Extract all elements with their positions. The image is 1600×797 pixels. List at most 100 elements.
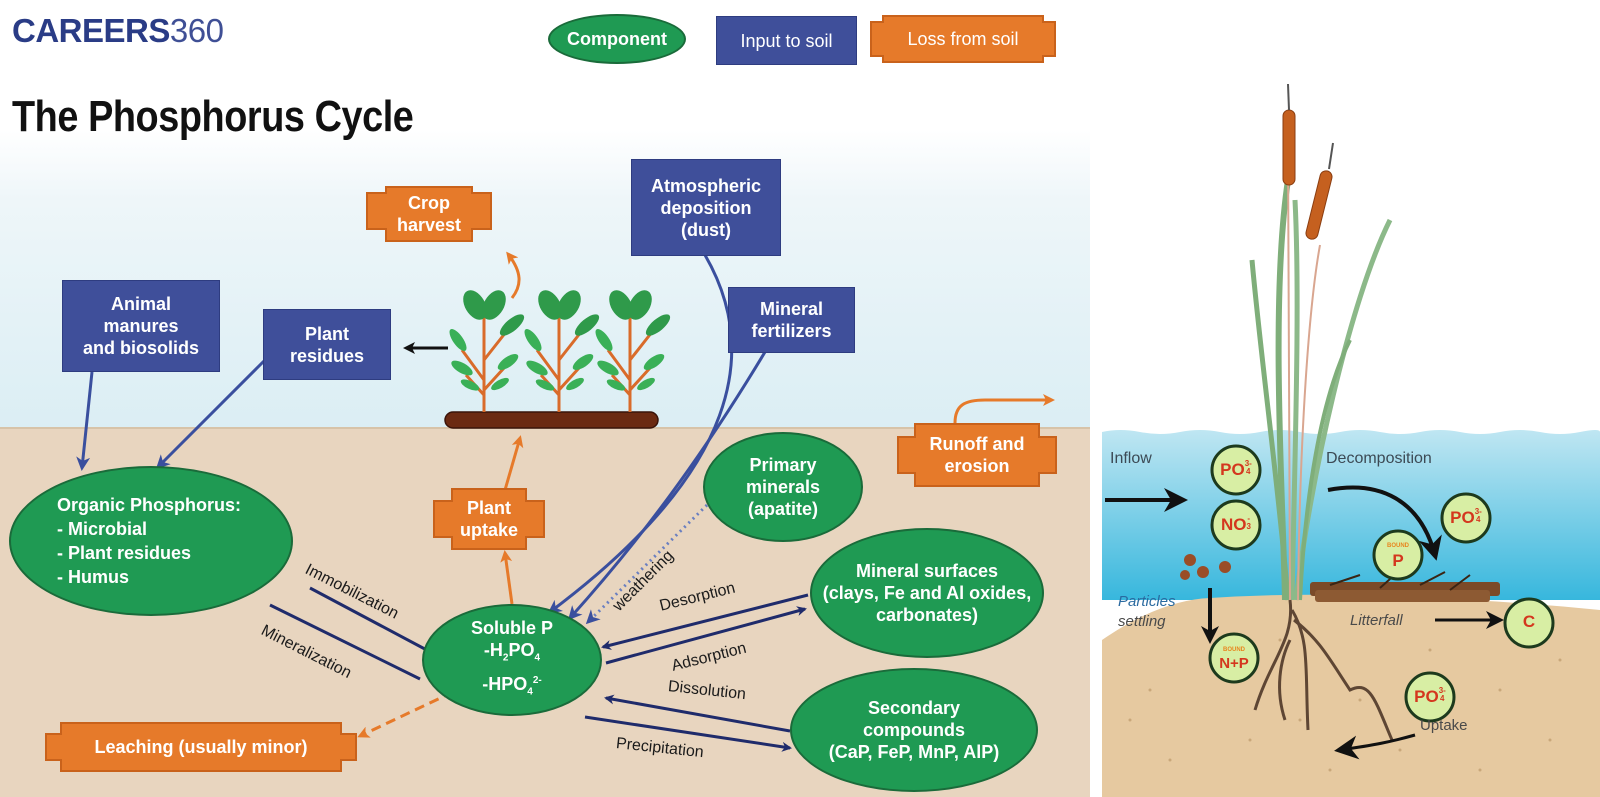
ion-po4-label-3: PO3-4	[1408, 687, 1452, 707]
arrow-to-crop-harvest	[506, 251, 521, 299]
label-line: Crop	[408, 193, 450, 213]
ion-po4-label-2: PO3-4	[1444, 508, 1488, 528]
logo-light-text: 360	[169, 12, 224, 49]
immobilization-line	[309, 586, 439, 658]
ion-circle-po4	[1210, 444, 1262, 496]
ion-text: PO	[1220, 460, 1245, 479]
label-line: Organic Phosphorus:	[57, 495, 242, 515]
label-line: Secondary	[867, 698, 961, 718]
wetland-illustration	[1102, 83, 1600, 797]
arrow-dissolution	[604, 694, 791, 733]
crop-plants-illustration	[444, 284, 675, 429]
label-litterfall: Litterfall	[1350, 612, 1403, 629]
label-line: fertilizers	[751, 321, 832, 341]
chem-sub: 4	[527, 686, 533, 698]
careers360-logo: CAREERS360	[12, 12, 224, 50]
ion-sup: 3-	[1438, 686, 1446, 695]
bound-tag: BOUND	[1387, 543, 1409, 549]
input-mineral-fertilizers: Mineral fertilizers	[728, 287, 855, 353]
label-line: residues	[289, 345, 365, 366]
loss-label: Crop harvest	[387, 188, 471, 240]
label-line: Primary	[749, 455, 817, 475]
input-atmospheric-deposition: Atmospheric deposition (dust)	[631, 159, 781, 256]
ion-sup: 3-	[1244, 459, 1252, 468]
arrow-uptake	[1334, 733, 1416, 760]
arrow-uptake-to-plants	[503, 435, 524, 491]
label-uptake: Uptake	[1420, 717, 1468, 734]
arrow-atmospheric-to-soluble	[547, 254, 734, 614]
ion-circle-po4-2	[1440, 492, 1492, 544]
legend-loss: Loss from soil	[884, 17, 1042, 61]
ion-carbon-label: C	[1522, 612, 1536, 631]
label-line: compounds	[863, 720, 965, 740]
arrow-fertilizer-to-soluble	[567, 351, 767, 621]
label-line: Animal	[110, 294, 171, 314]
sediment-particles	[1180, 554, 1231, 580]
arrow-desorption	[601, 593, 809, 650]
panel-divider	[1090, 0, 1100, 797]
component-soluble-p: Soluble P -H2PO4 -HPO42-	[422, 604, 602, 716]
label-line: (apatite)	[747, 499, 818, 519]
plant-icon	[449, 290, 525, 412]
loss-label: Leaching (usually minor)	[62, 724, 340, 770]
cycle-arrows-layer	[0, 251, 1090, 752]
label-line: Runoff and	[929, 434, 1025, 454]
ion-po4-label: PO3-4	[1214, 460, 1258, 480]
label-line: - Humus	[57, 567, 129, 587]
label-line: Particles	[1118, 593, 1176, 610]
arrow-weathering	[585, 503, 709, 625]
ion-sub: 4	[1476, 515, 1481, 524]
logo-bold-text: CAREERS	[12, 12, 170, 49]
plant-roots	[1253, 599, 1394, 741]
ion-circle-carbon	[1503, 597, 1555, 649]
label-particles-settling: Particles settling	[1118, 592, 1176, 632]
label-line: harvest	[396, 215, 462, 235]
ion-text: PO	[1414, 687, 1439, 706]
arrow-precipitation	[584, 715, 792, 752]
chem-sub: 4	[534, 652, 541, 664]
chem-sup: 2-	[532, 674, 542, 686]
arrow-animal-to-organic	[76, 371, 94, 471]
ion-circle-po4-3	[1404, 671, 1456, 723]
plant-icon	[519, 284, 604, 414]
ion-sub: 3	[1246, 522, 1251, 531]
chem-text: PO	[508, 639, 535, 660]
ion-circle-bound-p	[1372, 529, 1424, 581]
arrow-adsorption	[605, 606, 807, 665]
label-line: minerals	[745, 477, 821, 497]
loss-label: Plant uptake	[453, 490, 525, 548]
diagram-title: The Phosphorus Cycle	[12, 92, 414, 141]
label-line: Mineral surfaces	[855, 561, 999, 581]
label-line: (dust)	[681, 219, 731, 240]
ion-circles	[1208, 444, 1555, 723]
chem-sub: 2	[502, 652, 509, 664]
ion-sup: 3-	[1474, 507, 1482, 516]
label-line: settling	[1118, 613, 1166, 630]
label-decomposition: Decomposition	[1326, 450, 1432, 467]
ion-text: PO	[1450, 508, 1475, 527]
label-line: (CaP, FeP, MnP, AlP)	[828, 742, 1000, 762]
component-organic-phosphorus: Organic Phosphorus: - Microbial - Plant …	[9, 466, 293, 616]
ion-text: N+P	[1219, 655, 1249, 672]
ion-sub: 4	[1440, 694, 1445, 703]
label-line: manures	[103, 316, 179, 336]
cattail-plant	[1249, 83, 1393, 601]
ion-text: P	[1392, 551, 1404, 570]
label-line: erosion	[944, 456, 1010, 476]
ion-circle-no3	[1210, 499, 1262, 551]
loss-label: Runoff and erosion	[916, 425, 1038, 485]
arrow-leaching	[357, 690, 454, 738]
label-line: Soluble P	[470, 617, 553, 638]
label-line: Plant	[466, 498, 511, 518]
component-primary-minerals: Primary minerals (apatite)	[703, 432, 863, 542]
phosphorus-cycle-panel: CAREERS360 The Phosphorus Cycle Componen…	[0, 0, 1090, 797]
arrow-runoff	[953, 394, 1055, 424]
ion-no3-label: NO-3	[1214, 515, 1258, 535]
litter-pile	[1310, 569, 1500, 602]
ion-sub: 4	[1246, 467, 1251, 476]
label-line: (clays, Fe and Al oxides,	[822, 583, 1032, 603]
label-line-h2po4: -H2PO4	[484, 639, 540, 670]
ion-bound-p-label: BOUND P	[1376, 540, 1420, 570]
